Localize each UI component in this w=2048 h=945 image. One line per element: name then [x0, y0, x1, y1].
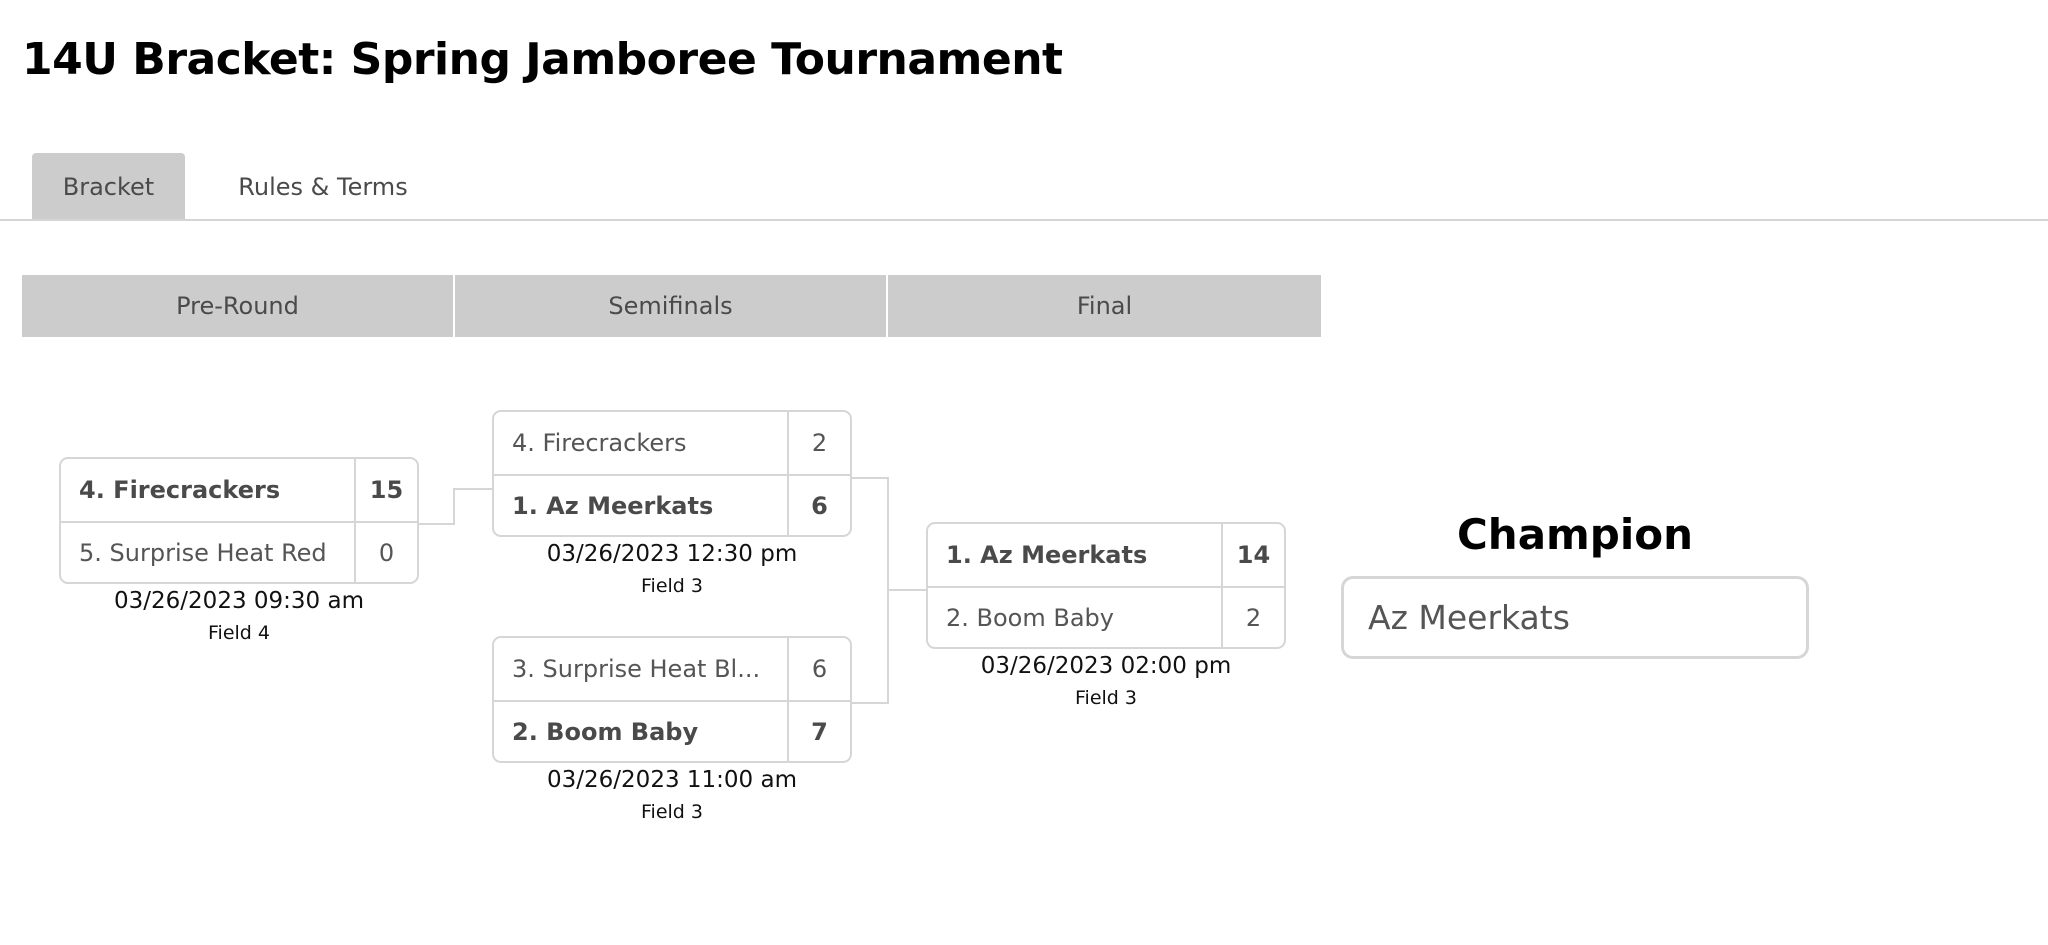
tab-divider: [0, 219, 2048, 221]
team-score: 14: [1236, 541, 1271, 569]
match-field: Field 3: [641, 575, 703, 597]
match-field: Field 4: [208, 622, 270, 644]
match-field: Field 3: [641, 801, 703, 823]
team-name: 4. Firecrackers: [61, 459, 356, 521]
team-row: 4. Firecrackers 2: [494, 412, 850, 474]
team-score: 2: [1245, 603, 1262, 632]
match-field: Field 3: [1075, 687, 1137, 709]
match-card[interactable]: 4. Firecrackers 2 1. Az Meerkats 6: [492, 410, 852, 537]
bracket-connector: [453, 488, 455, 525]
tab-bar: Bracket Rules & Terms: [0, 153, 2048, 221]
round-header-preround: Pre-Round: [22, 275, 455, 337]
team-name: 2. Boom Baby: [494, 702, 789, 761]
bracket-connector: [453, 488, 493, 490]
team-row: 2. Boom Baby 2: [928, 586, 1284, 647]
team-score: 0: [378, 538, 395, 567]
team-row: 2. Boom Baby 7: [494, 700, 850, 761]
round-headers: Pre-Round Semifinals Final: [22, 275, 1321, 337]
bracket-connector: [887, 589, 927, 591]
team-name: 1. Az Meerkats: [928, 524, 1223, 586]
bracket-connector: [852, 477, 889, 479]
team-score: 15: [369, 476, 404, 504]
bracket-connector: [418, 523, 455, 525]
team-name: 2. Boom Baby: [928, 588, 1223, 647]
match-datetime: 03/26/2023 02:00 pm: [980, 653, 1232, 679]
match-card[interactable]: 4. Firecrackers 15 5. Surprise Heat Red …: [59, 457, 419, 584]
match-semifinal-2: 3. Surprise Heat Bl... 6 2. Boom Baby 7 …: [492, 636, 852, 823]
team-name: 1. Az Meerkats: [494, 476, 789, 535]
team-name: 3. Surprise Heat Bl...: [494, 638, 789, 700]
tab-rules-terms[interactable]: Rules & Terms: [238, 172, 408, 201]
team-row: 4. Firecrackers 15: [61, 459, 417, 521]
team-score: 7: [811, 717, 828, 746]
champion-label: Champion: [1456, 510, 1694, 559]
team-score: 6: [811, 491, 828, 520]
team-name: 5. Surprise Heat Red: [61, 523, 356, 582]
match-datetime: 03/26/2023 09:30 am: [114, 588, 364, 614]
team-row: 1. Az Meerkats 14: [928, 524, 1284, 586]
match-datetime: 03/26/2023 12:30 pm: [546, 541, 798, 567]
match-final: 1. Az Meerkats 14 2. Boom Baby 2 03/26/2…: [926, 522, 1286, 709]
round-header-final: Final: [888, 275, 1321, 337]
champion-box: Az Meerkats: [1341, 576, 1809, 659]
match-semifinal-1: 4. Firecrackers 2 1. Az Meerkats 6 03/26…: [492, 410, 852, 597]
tab-bracket[interactable]: Bracket: [32, 153, 185, 220]
team-row: 5. Surprise Heat Red 0: [61, 521, 417, 582]
page-title: 14U Bracket: Spring Jamboree Tournament: [22, 34, 1063, 85]
round-header-semifinals: Semifinals: [455, 275, 888, 337]
team-score: 2: [811, 429, 828, 457]
team-score: 6: [811, 655, 828, 683]
team-name: 4. Firecrackers: [494, 412, 789, 474]
team-row: 3. Surprise Heat Bl... 6: [494, 638, 850, 700]
match-datetime: 03/26/2023 11:00 am: [547, 767, 797, 793]
match-card[interactable]: 1. Az Meerkats 14 2. Boom Baby 2: [926, 522, 1286, 649]
bracket-connector: [852, 702, 889, 704]
match-preround: 4. Firecrackers 15 5. Surprise Heat Red …: [59, 457, 419, 644]
match-card[interactable]: 3. Surprise Heat Bl... 6 2. Boom Baby 7: [492, 636, 852, 763]
team-row: 1. Az Meerkats 6: [494, 474, 850, 535]
